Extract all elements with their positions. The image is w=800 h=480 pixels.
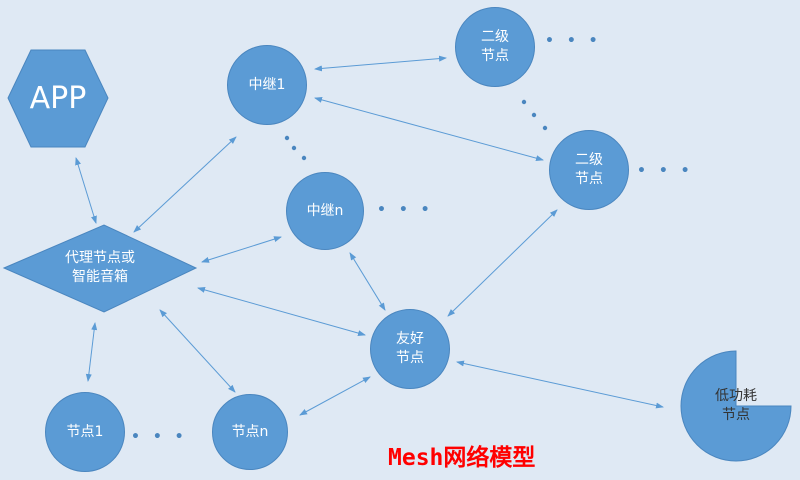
app-hexagon <box>7 49 109 148</box>
ellipsis-secondary-right: • • • <box>637 163 694 179</box>
relay1-node[interactable]: 中继1 <box>227 45 307 125</box>
secondary-right-label-line1: 二级 <box>575 152 603 168</box>
app-label: APP <box>29 81 87 116</box>
link-app-proxy <box>75 157 97 224</box>
link-proxy-node1 <box>85 322 98 382</box>
friend-label-line1: 友好 <box>396 331 424 347</box>
ellipsis-node1: • • • <box>131 429 188 445</box>
low-power-node-shape <box>680 350 792 462</box>
ellipsis-dot <box>301 155 307 161</box>
ellipsis-secondary-top: • • • <box>545 33 602 49</box>
relayn-node[interactable]: 中继n <box>286 172 364 250</box>
ellipsis-relayn: • • • <box>377 202 434 218</box>
proxy-diamond <box>2 224 198 313</box>
link-relayn-friend <box>349 252 386 311</box>
link-secondary-right-friend <box>447 209 558 317</box>
proxy-node[interactable]: 代理节点或 智能音箱 <box>4 246 196 290</box>
link-proxy-noden <box>159 309 236 393</box>
friend-node[interactable]: 友好 节点 <box>370 309 450 389</box>
node1[interactable]: 节点1 <box>45 392 125 472</box>
secondary-right-label-line2: 节点 <box>575 171 603 187</box>
noden[interactable]: 节点n <box>212 394 288 470</box>
node1-label: 节点1 <box>66 423 104 440</box>
secondary-top-label-line1: 二级 <box>481 29 509 45</box>
link-relay1-secondary-right <box>314 96 544 162</box>
link-relay1-secondary-top <box>314 55 447 72</box>
secondary-top-label-line2: 节点 <box>481 48 509 64</box>
link-noden-friend <box>299 376 371 416</box>
low-power-label-line1: 低功耗 <box>715 388 757 404</box>
ellipsis-dot <box>542 125 548 131</box>
ellipsis-dot <box>531 112 537 118</box>
relayn-label: 中继n <box>306 202 344 219</box>
low-power-node[interactable]: 低功耗 节点 <box>696 384 776 428</box>
secondary-node-right[interactable]: 二级 节点 <box>549 130 629 210</box>
low-power-label-line2: 节点 <box>722 407 750 423</box>
link-proxy-relayn <box>201 236 282 263</box>
diagram-title: Mesh网络模型 <box>388 445 536 471</box>
secondary-node-top[interactable]: 二级 节点 <box>455 7 535 87</box>
relay1-label: 中继1 <box>248 76 286 93</box>
link-proxy-friend <box>197 287 366 336</box>
ellipsis-dot <box>284 135 290 141</box>
app-node[interactable]: APP <box>8 50 108 147</box>
proxy-label-line1: 代理节点或 <box>65 250 135 266</box>
ellipsis-dot <box>291 145 297 151</box>
noden-label: 节点n <box>231 423 269 440</box>
proxy-label-line2: 智能音箱 <box>72 269 128 285</box>
ellipsis-dot <box>521 99 527 105</box>
link-friend-lowpower <box>456 360 664 409</box>
link-proxy-relay1 <box>133 136 237 233</box>
friend-label-line2: 节点 <box>396 350 424 366</box>
